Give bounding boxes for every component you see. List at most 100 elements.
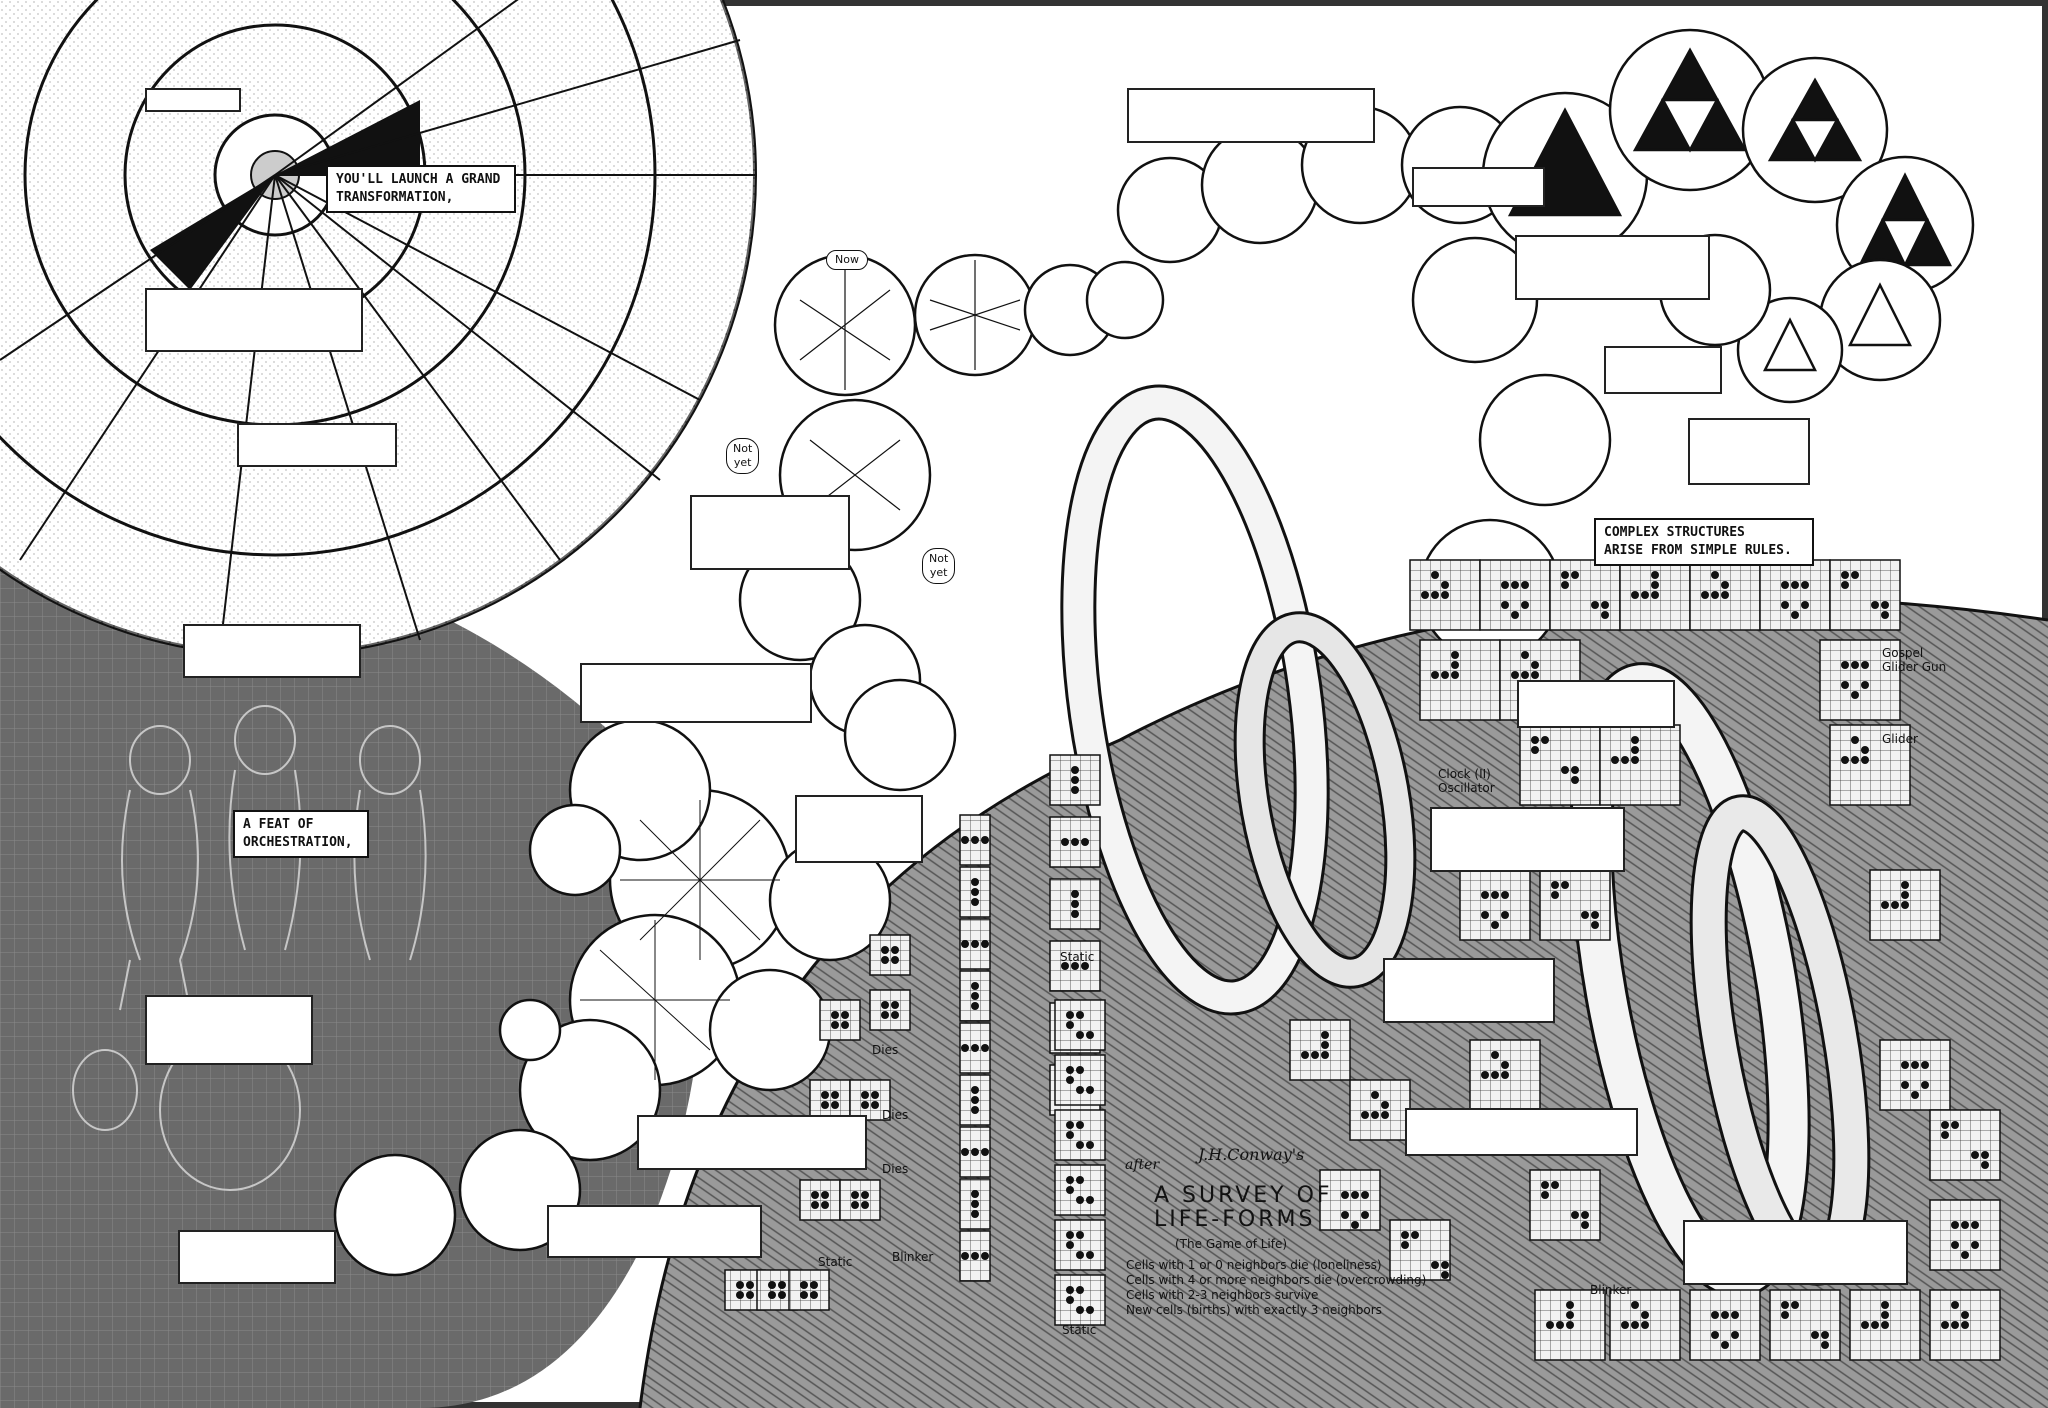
blank-panel-8	[580, 663, 812, 723]
blank-panel-1	[145, 88, 241, 112]
radiating-cells	[333, 718, 892, 1277]
life-cell	[1901, 891, 1909, 899]
life-cell	[971, 1210, 979, 1218]
blank-panel-5	[145, 995, 313, 1065]
life-cell	[981, 836, 989, 844]
label-static-3: Static	[1062, 1323, 1097, 1337]
life-cell	[1086, 1251, 1094, 1259]
life-cell	[1841, 681, 1849, 689]
life-cell	[821, 1091, 829, 1099]
life-cell	[971, 1086, 979, 1094]
life-cell	[736, 1291, 744, 1299]
life-cell	[1861, 1321, 1869, 1329]
life-cell	[1481, 911, 1489, 919]
life-cell	[1566, 1321, 1574, 1329]
life-cell	[1411, 1231, 1419, 1239]
life-cell	[1501, 891, 1509, 899]
life-cell	[1361, 1191, 1369, 1199]
life-cell	[1561, 581, 1569, 589]
life-cell	[768, 1281, 776, 1289]
life-cell	[746, 1291, 754, 1299]
life-grid	[1689, 1289, 1761, 1361]
life-grid	[1929, 1109, 2001, 1181]
life-cell	[1911, 1091, 1919, 1099]
blank-panel-14	[1515, 235, 1710, 300]
life-cell	[1081, 838, 1089, 846]
life-cell	[1066, 1131, 1074, 1139]
label-dies-3: Dies	[882, 1162, 909, 1176]
life-cell	[1781, 1301, 1789, 1309]
life-cell	[1086, 1306, 1094, 1314]
life-cell	[1071, 962, 1079, 970]
life-grid	[1879, 1039, 1951, 1111]
life-cell	[1791, 1301, 1799, 1309]
life-cell	[1521, 601, 1529, 609]
life-cell	[1531, 746, 1539, 754]
life-cell	[961, 1148, 969, 1156]
life-grid	[869, 934, 911, 976]
life-cell	[1066, 1066, 1074, 1074]
blank-panel-17	[1517, 680, 1675, 728]
blank-panel-9	[795, 795, 923, 863]
life-cell	[971, 940, 979, 948]
life-cell	[1076, 1066, 1084, 1074]
life-cell	[891, 946, 899, 954]
life-cell	[1361, 1111, 1369, 1119]
life-cell	[971, 898, 979, 906]
life-cell	[981, 940, 989, 948]
life-cell	[1076, 1251, 1084, 1259]
life-cell	[1321, 1031, 1329, 1039]
life-cell	[1511, 611, 1519, 619]
life-cell	[1611, 756, 1619, 764]
blank-panel-2	[145, 288, 363, 352]
life-grid	[1054, 1219, 1106, 1271]
life-cell	[851, 1201, 859, 1209]
life-cell	[1451, 671, 1459, 679]
life-grid	[1289, 1019, 1351, 1081]
life-grid	[1049, 878, 1101, 930]
life-cell	[1551, 1181, 1559, 1189]
life-cell	[1071, 786, 1079, 794]
life-rules-list: Cells with 1 or 0 neighbors die (lonelin…	[1126, 1258, 1426, 1318]
life-cell	[1961, 1221, 1969, 1229]
life-cell	[1851, 691, 1859, 699]
life-cell	[1961, 1251, 1969, 1259]
life-cell	[1321, 1041, 1329, 1049]
life-grid	[1054, 1109, 1106, 1161]
life-cell	[1881, 611, 1889, 619]
life-grid	[799, 1179, 841, 1221]
life-cell	[1076, 1141, 1084, 1149]
life-cell	[1571, 766, 1579, 774]
life-cell	[1801, 581, 1809, 589]
life-cell	[1731, 1331, 1739, 1339]
life-cell	[861, 1201, 869, 1209]
life-cell	[1851, 736, 1859, 744]
life-grid	[1929, 1289, 2001, 1361]
life-cell	[971, 836, 979, 844]
life-cell	[768, 1291, 776, 1299]
life-rule: Cells with 2-3 neighbors survive	[1126, 1288, 1319, 1302]
life-cell	[1781, 601, 1789, 609]
life-grid	[1769, 1289, 1841, 1361]
life-cell	[1881, 1301, 1889, 1309]
life-cell	[961, 836, 969, 844]
life-cell	[1491, 891, 1499, 899]
life-cell	[1566, 1301, 1574, 1309]
life-grid	[1319, 1169, 1381, 1231]
life-cell	[1811, 1331, 1819, 1339]
life-cell	[1071, 766, 1079, 774]
life-grid	[1519, 724, 1601, 806]
life-cell	[1066, 1241, 1074, 1249]
life-cell	[981, 1148, 989, 1156]
life-cell	[881, 1001, 889, 1009]
life-grid	[1689, 559, 1761, 631]
life-cell	[961, 940, 969, 948]
life-grid	[1049, 754, 1101, 806]
life-cell	[1591, 601, 1599, 609]
life-cell	[1381, 1111, 1389, 1119]
life-cell	[1651, 571, 1659, 579]
life-cell	[736, 1281, 744, 1289]
label-clock-oscillator: Clock (II) Oscillator	[1438, 767, 1495, 795]
life-cell	[1066, 1021, 1074, 1029]
